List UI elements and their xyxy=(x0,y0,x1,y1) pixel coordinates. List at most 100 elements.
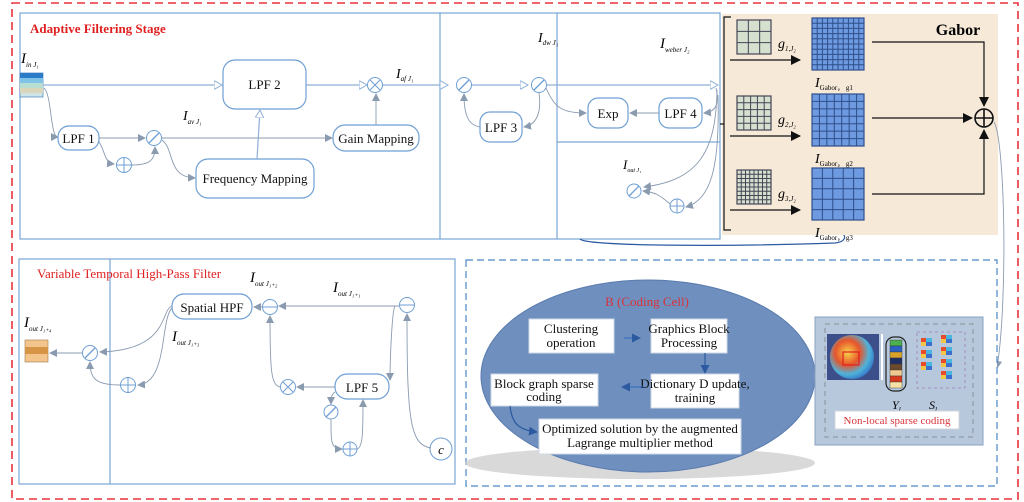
flow-av-to-freq xyxy=(161,139,196,182)
constant-c-node: c xyxy=(429,437,453,461)
flow-mult-to-sub2 xyxy=(266,315,281,388)
y-vector-cell xyxy=(889,375,903,383)
gabor-filter-row-2: g2,J₂ IGabor， g2 xyxy=(730,93,865,168)
frequency-mapping-block[interactable]: Frequency Mapping xyxy=(195,158,315,199)
y-column-vector xyxy=(889,339,903,389)
coding-section: B (Coding Cell) Clustering operation Gra… xyxy=(465,259,998,487)
flow-gabor-to-nonlocal xyxy=(993,121,1005,369)
nonlocal-dashed xyxy=(824,323,974,438)
signal-label-av: Iav J₁ xyxy=(182,109,202,126)
flow-add-to-div-t xyxy=(86,361,121,386)
outer-dashed-border xyxy=(11,2,1019,500)
gabor-filter-row-1: g1,J₂ IGabor， g1 xyxy=(730,17,865,92)
divide-node-av xyxy=(146,130,162,146)
svg-text:Optimized solution by the augm: Optimized solution by the augmented xyxy=(542,421,738,436)
s-patches xyxy=(921,335,952,379)
flow-c-to-sub1 xyxy=(403,313,432,449)
svg-text:operation: operation xyxy=(546,335,596,350)
divide-node-lpf5 xyxy=(323,404,339,420)
gabor-kernel-3 xyxy=(736,169,772,205)
svg-text:c: c xyxy=(438,442,444,457)
step-clustering[interactable]: Clustering operation xyxy=(528,318,615,354)
subtract-node-1 xyxy=(399,297,415,313)
gabor-output-label-1: IGabor， g1 xyxy=(814,76,853,92)
gabor-output-2 xyxy=(811,93,865,147)
signal-label-out3: Iout J₁₊₃ xyxy=(171,329,200,347)
y-vector-cell xyxy=(889,357,903,365)
svg-text:LPF 2: LPF 2 xyxy=(248,77,280,92)
step-block-graph-sparse[interactable]: Block graph sparse coding xyxy=(490,373,599,407)
heatmap-image xyxy=(830,335,874,379)
lpf3-block[interactable]: LPF 3 xyxy=(479,111,523,143)
step-optimized-solution[interactable]: Optimized solution by the augmented Lagr… xyxy=(538,418,742,455)
gabor-output-label-3: IGabor， g3 xyxy=(814,226,853,242)
divide-node-1 xyxy=(456,77,472,93)
flow-in-to-lpf1 xyxy=(43,87,59,141)
step-dictionary-update[interactable]: Dictionary D update, training xyxy=(640,373,750,409)
svg-text:LPF 1: LPF 1 xyxy=(62,131,94,146)
exp-block[interactable]: Exp xyxy=(587,97,629,129)
flow-div2-to-exp xyxy=(545,87,587,117)
flow-div-to-add xyxy=(330,418,343,453)
gabor-kernel-1 xyxy=(736,19,772,55)
gabor-filter-label-1: g1,J₂ xyxy=(778,37,796,53)
input-image-icon xyxy=(19,72,44,98)
spatial-hpf-block[interactable]: Spatial HPF xyxy=(171,293,253,320)
nonlocal-label: Non-local sparse coding xyxy=(844,415,951,427)
lpf4-block[interactable]: LPF 4 xyxy=(658,97,703,129)
output-image-icon xyxy=(24,339,49,363)
gabor-filter-label-2: g2,J₂ xyxy=(778,113,796,129)
lpf1-block[interactable]: LPF 1 xyxy=(57,125,100,151)
flow-hpf-to-div xyxy=(99,305,173,356)
add-node-out xyxy=(669,198,685,214)
gabor-title: Gabor xyxy=(936,22,980,39)
s-label: Sl xyxy=(929,398,937,414)
svg-text:LPF 4: LPF 4 xyxy=(664,106,697,121)
y-vector-cell xyxy=(889,363,903,371)
flow-lpf1-to-add xyxy=(98,141,115,168)
lpf5-block[interactable]: LPF 5 xyxy=(334,373,390,400)
multiply-node-t xyxy=(280,379,296,395)
signal-label-out1: Iout J₁₊₁ xyxy=(332,280,360,298)
s-patch xyxy=(941,347,952,355)
svg-text:Dictionary D update,: Dictionary D update, xyxy=(640,376,749,391)
divide-node-t xyxy=(82,345,98,361)
signal-label-dw: Idw J₁ xyxy=(537,31,558,47)
signal-label-out: Iout J₁ xyxy=(622,157,641,174)
svg-text:training: training xyxy=(675,390,716,405)
flow-to-lpf5 xyxy=(386,305,396,381)
s-patch xyxy=(941,371,952,379)
connector-curve xyxy=(579,231,846,246)
svg-text:Processing: Processing xyxy=(661,335,718,350)
gabor-kernel-2 xyxy=(736,95,772,131)
y-vector-cell xyxy=(889,345,903,353)
s-patch xyxy=(921,362,932,370)
gabor-output-1 xyxy=(811,17,865,71)
add-node-lpf5 xyxy=(342,441,358,457)
signal-label-out4: Iout J₁₊₄ xyxy=(23,315,52,333)
gabor-filter-label-3: g3,J₂ xyxy=(778,187,796,203)
temporal-panel xyxy=(18,258,456,485)
flow-lpf5-to-div xyxy=(327,391,336,405)
gain-mapping-block[interactable]: Gain Mapping xyxy=(332,124,420,152)
y-vector-cell xyxy=(889,339,903,347)
gabor-output-3 xyxy=(811,167,865,221)
divide-node-2 xyxy=(531,77,547,93)
flow-block-to-optimized xyxy=(509,405,538,436)
flow-g3-to-sum xyxy=(872,129,989,195)
y-label: Yl xyxy=(892,398,901,414)
svg-text:Gain Mapping: Gain Mapping xyxy=(338,131,414,146)
svg-text:Lagrange multiplier method: Lagrange multiplier method xyxy=(567,435,713,450)
signal-label-af: Iaf J₁ xyxy=(395,67,413,83)
y-vector-cell xyxy=(889,369,903,377)
svg-text:coding: coding xyxy=(526,389,562,404)
lpf2-block[interactable]: LPF 2 xyxy=(222,59,307,110)
gabor-filter-row-3: g3,J₂ IGabor， g3 xyxy=(730,167,865,242)
flow-to-out-add xyxy=(685,94,719,209)
s-patch xyxy=(941,359,952,367)
step-graphics-block[interactable]: Graphics Block Processing xyxy=(648,318,730,354)
svg-text:Spatial HPF: Spatial HPF xyxy=(180,300,243,315)
subtract-node-2 xyxy=(262,299,278,315)
coding-cell-title: B (Coding Cell) xyxy=(605,294,689,309)
gabor-output-label-2: IGabor， g2 xyxy=(814,152,853,168)
